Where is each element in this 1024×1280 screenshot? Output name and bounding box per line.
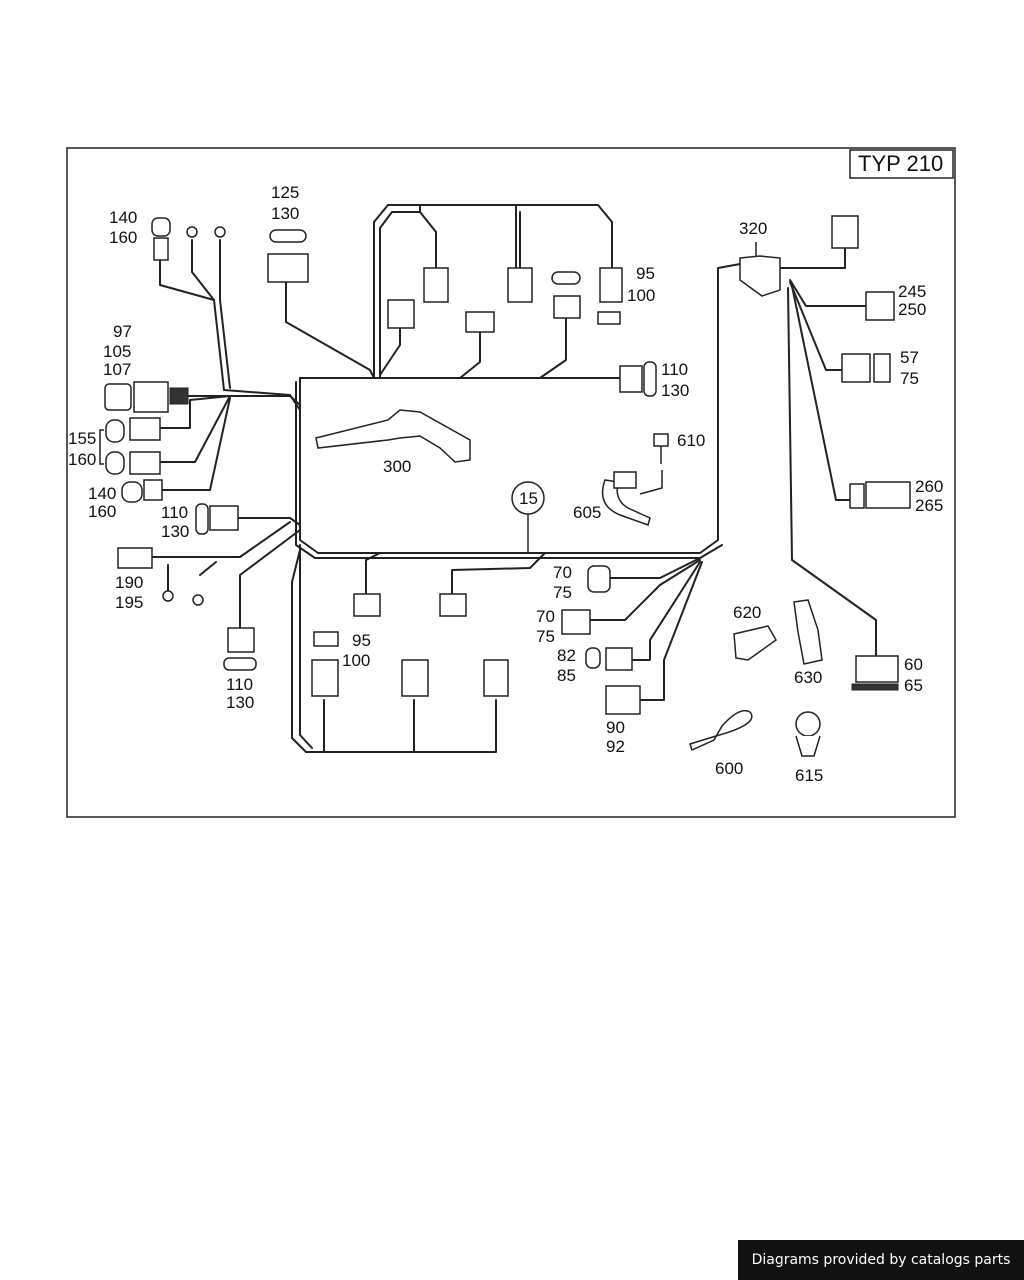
label-65: 65	[904, 676, 923, 695]
connector-140-160-top	[151, 217, 226, 261]
label-260: 260	[915, 477, 943, 496]
connectors-top-row	[387, 267, 623, 333]
type-label: TYP 210	[858, 151, 943, 176]
label-605: 605	[573, 503, 601, 522]
type-label-box: TYP 210	[849, 149, 954, 179]
label-140b: 140	[88, 484, 116, 503]
label-320: 320	[739, 219, 767, 238]
label-620: 620	[733, 603, 761, 622]
label-100a: 100	[342, 651, 370, 670]
diagram-frame	[66, 147, 956, 818]
label-bracket	[99, 429, 104, 465]
grommet-320	[739, 242, 781, 297]
label-75b: 75	[536, 627, 555, 646]
footer-credit: Diagrams provided by catalogs parts	[738, 1240, 1024, 1280]
label-250: 250	[898, 300, 926, 319]
callout-15: 15	[511, 481, 545, 553]
part-300-cover	[315, 409, 471, 463]
label-92: 92	[606, 737, 625, 756]
label-190: 190	[115, 573, 143, 592]
label-97: 97	[113, 322, 132, 341]
label-95a: 95	[352, 631, 371, 650]
label-85: 85	[557, 666, 576, 685]
label-110a: 110	[161, 503, 188, 522]
callout-15-text: 15	[519, 489, 538, 508]
label-130d: 130	[661, 381, 689, 400]
label-107: 107	[103, 360, 131, 379]
label-630: 630	[794, 668, 822, 687]
label-100b: 100	[627, 286, 655, 305]
label-160b: 160	[68, 450, 96, 469]
label-615: 615	[795, 766, 823, 785]
connectors-right	[831, 215, 911, 691]
part-number-labels: 140 160 125 130 97 105 107 155 160 140 1…	[68, 183, 943, 785]
label-130b: 130	[161, 522, 189, 541]
part-615-clip	[795, 711, 821, 757]
label-265: 265	[915, 496, 943, 515]
harness-wires	[151, 204, 877, 753]
connector-110-130-lower	[223, 627, 257, 671]
part-600-cable-tie	[689, 709, 753, 752]
label-160: 160	[109, 228, 137, 247]
label-130: 130	[271, 204, 299, 223]
label-110c: 110	[661, 360, 688, 379]
label-245: 245	[898, 282, 926, 301]
connector-125-130	[267, 229, 309, 283]
label-610: 610	[677, 431, 705, 450]
connectors-left	[104, 381, 239, 535]
label-82: 82	[557, 646, 576, 665]
part-620-clip	[733, 625, 777, 661]
connectors-lower-right	[561, 565, 641, 715]
label-70b: 70	[536, 607, 555, 626]
label-140: 140	[109, 208, 137, 227]
label-125: 125	[271, 183, 299, 202]
label-600: 600	[715, 759, 743, 778]
part-630-clip	[793, 599, 823, 665]
label-195: 195	[115, 593, 143, 612]
label-110b: 110	[226, 675, 253, 694]
label-70a: 70	[553, 563, 572, 582]
label-160c: 160	[88, 502, 116, 521]
connector-190-195	[117, 547, 204, 606]
label-57: 57	[900, 348, 919, 367]
part-610-screw	[653, 433, 669, 464]
label-130c: 130	[226, 693, 254, 712]
label-90: 90	[606, 718, 625, 737]
label-300: 300	[383, 457, 411, 476]
label-155: 155	[68, 429, 96, 448]
label-60: 60	[904, 655, 923, 674]
connectors-lower	[311, 593, 509, 697]
label-75c: 75	[900, 369, 919, 388]
label-105: 105	[103, 342, 131, 361]
part-605-clamp	[601, 471, 651, 526]
label-95b: 95	[636, 264, 655, 283]
connector-110-130-top	[619, 361, 657, 397]
label-75a: 75	[553, 583, 572, 602]
